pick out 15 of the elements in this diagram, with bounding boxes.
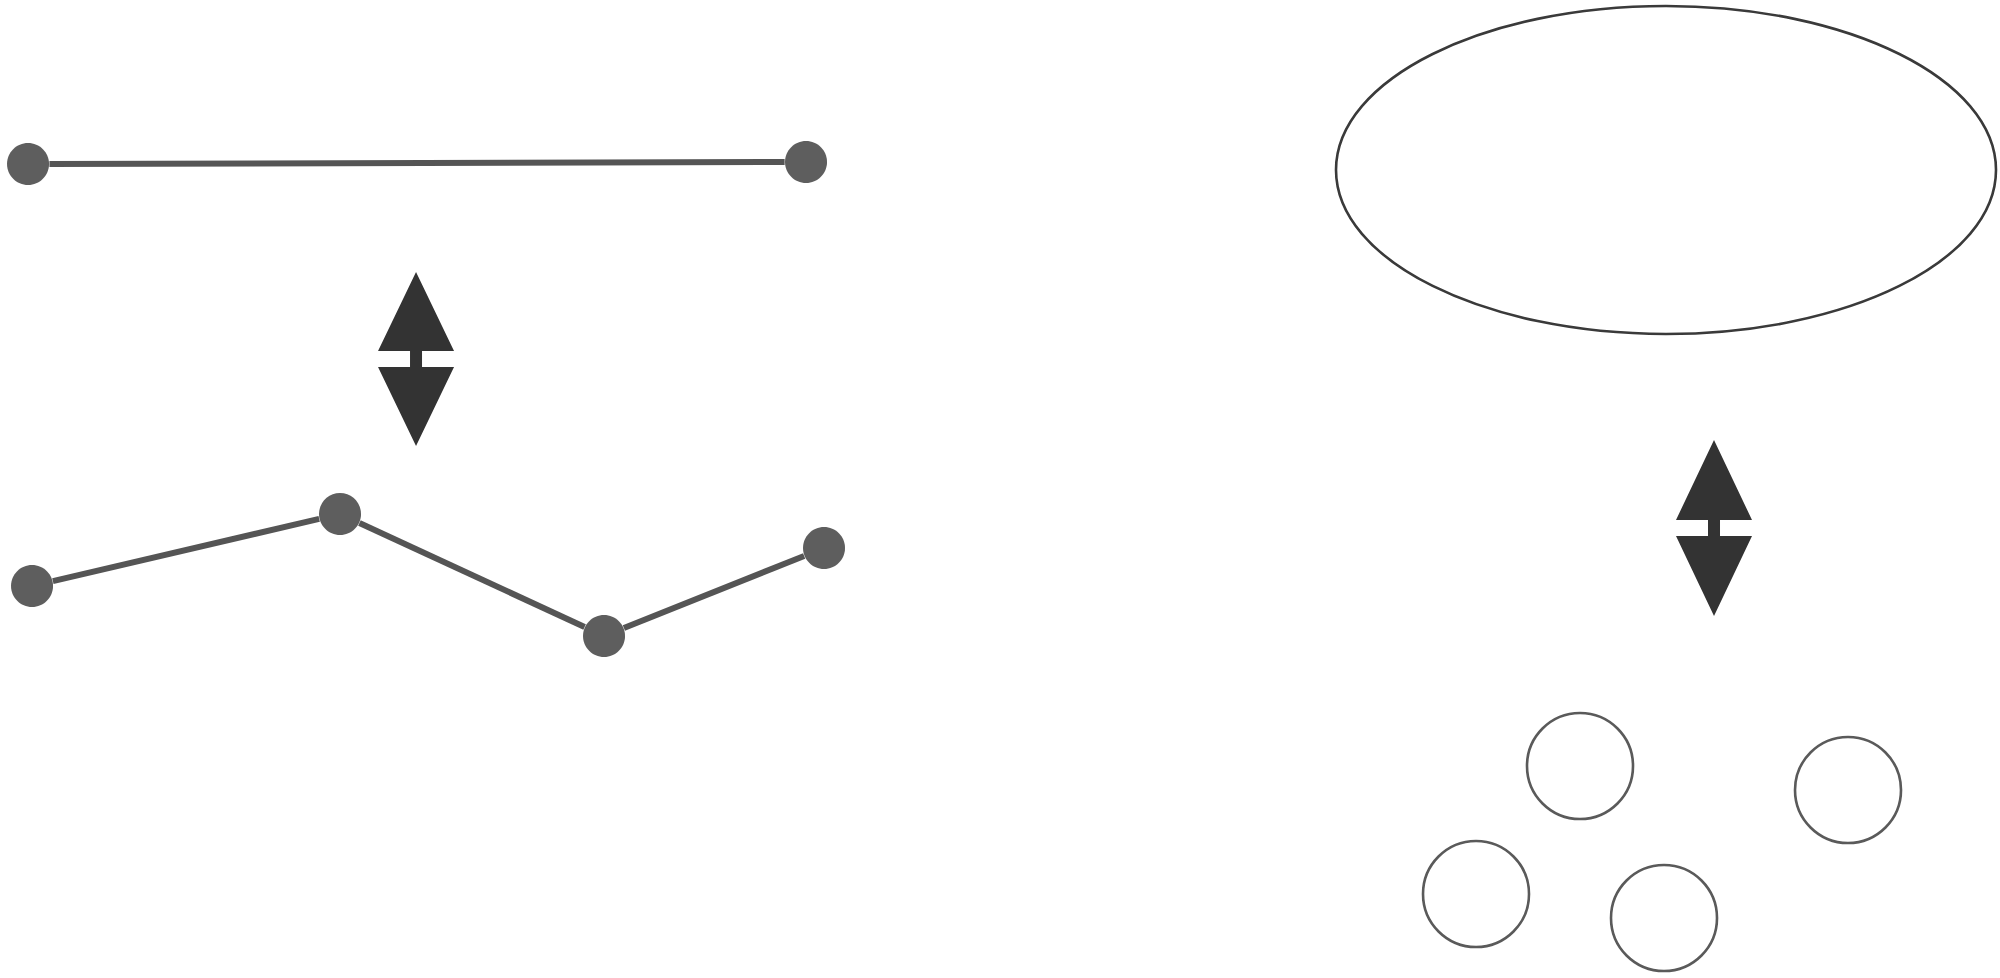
circle bbox=[1609, 863, 1719, 973]
dot bbox=[319, 493, 362, 535]
ellipse bbox=[1334, 4, 1998, 336]
connector-line bbox=[622, 553, 806, 631]
circle bbox=[1421, 839, 1531, 949]
dot bbox=[583, 615, 625, 657]
dot bbox=[7, 143, 50, 185]
circle bbox=[1525, 711, 1635, 821]
connector-line bbox=[49, 159, 785, 167]
dot bbox=[803, 527, 845, 569]
dot bbox=[785, 141, 827, 183]
circle bbox=[1793, 735, 1903, 845]
dot bbox=[11, 565, 54, 607]
connector-line bbox=[52, 515, 320, 585]
connector-line bbox=[358, 520, 586, 630]
